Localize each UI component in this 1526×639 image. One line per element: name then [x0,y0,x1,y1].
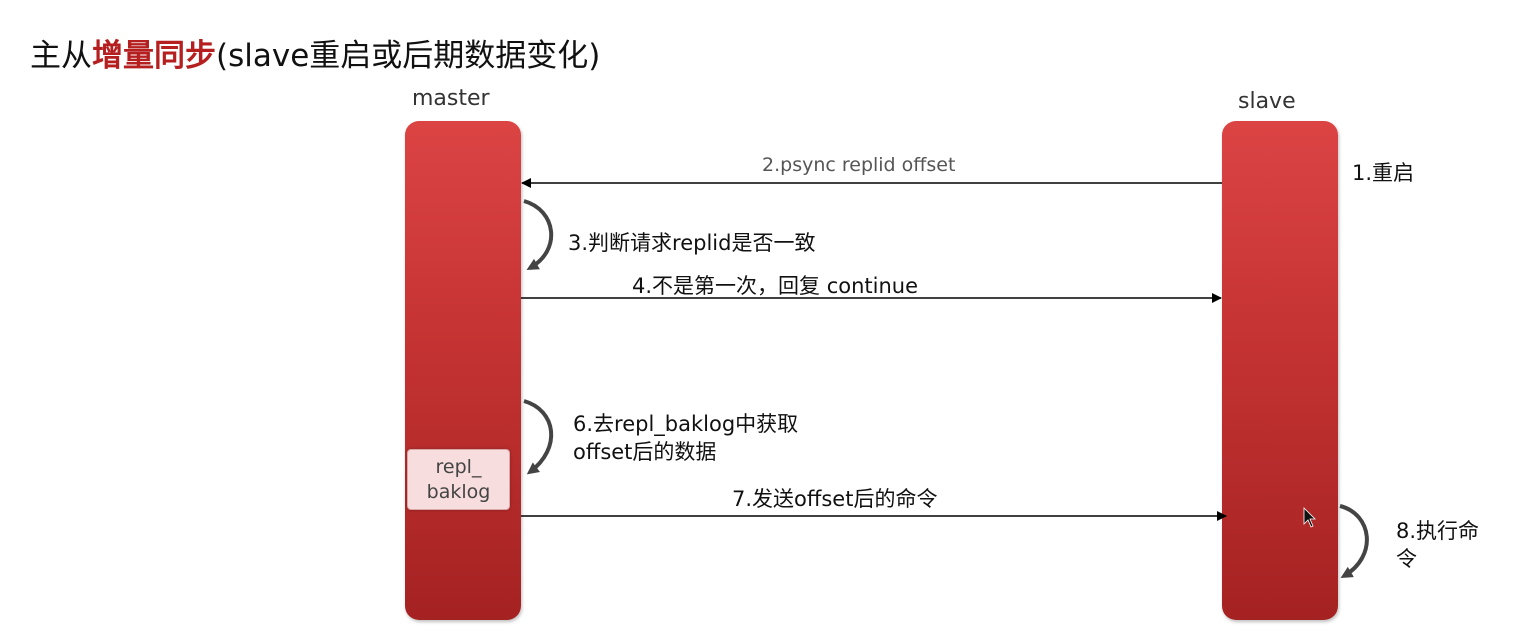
step6-label: 6.去repl_baklog中获取 offset后的数据 [573,410,798,466]
title-suffix: (slave重启或后期数据变化) [216,38,601,74]
master-lifeline [405,121,521,620]
step4-label: 4.不是第一次，回复 continue [632,274,919,298]
step3-label: 3.判断请求replid是否一致 [568,231,816,255]
backlog-line2: baklog [426,481,491,503]
step2-label: 2.psync replid offset [762,154,956,176]
step8-label: 8.执行命 令 [1396,517,1479,573]
page-title: 主从增量同步(slave重启或后期数据变化) [30,30,600,75]
title-prefix: 主从 [30,38,92,74]
self-loop-check-replid [523,199,554,270]
step6-line2: offset后的数据 [573,440,717,464]
step1-label: 1.重启 [1352,161,1415,185]
step7-label: 7.发送offset后的命令 [732,487,938,511]
title-highlight: 增量同步 [92,38,216,74]
slave-lifeline [1222,121,1338,620]
step8-line1: 8.执行命 [1396,519,1480,543]
repl-backlog-box: repl_ baklog [407,449,510,510]
self-loop-read-backlog [523,399,554,475]
mouse-cursor-icon [1303,507,1316,528]
master-label: master [412,86,490,111]
step8-line2: 令 [1396,547,1417,571]
self-loop-execute [1339,504,1369,579]
step6-line1: 6.去repl_baklog中获取 [573,412,799,436]
slave-label: slave [1238,89,1296,114]
backlog-line1: repl_ [435,456,482,478]
